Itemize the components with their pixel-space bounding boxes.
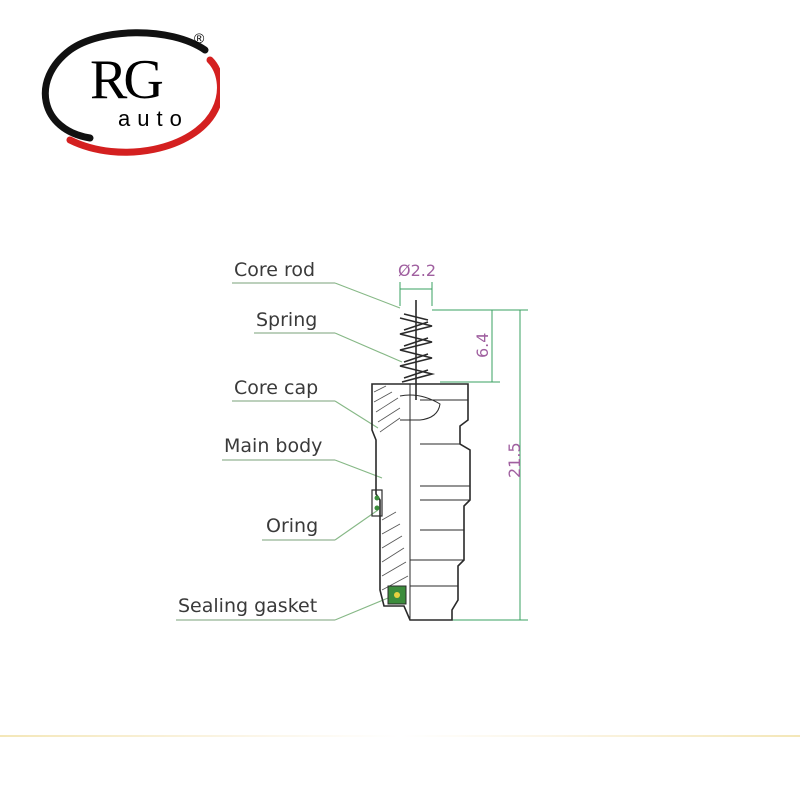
label-main-body: Main body bbox=[224, 435, 322, 457]
leader-sealing-gasket bbox=[334, 597, 389, 621]
registered-mark: ® bbox=[194, 30, 205, 46]
leader-core-cap bbox=[334, 400, 379, 429]
logo-letters: RG bbox=[90, 49, 164, 111]
oring-dot bbox=[374, 495, 380, 501]
label-sealing-gasket: Sealing gasket bbox=[178, 595, 317, 617]
dim-total-length: 21.5 bbox=[505, 442, 524, 478]
label-core-rod: Core rod bbox=[234, 259, 315, 281]
valve-body bbox=[371, 383, 471, 621]
dim-spring-height: 6.4 bbox=[473, 333, 492, 358]
label-core-cap: Core cap bbox=[234, 377, 318, 399]
oring-part bbox=[371, 489, 383, 517]
logo-subtitle: auto bbox=[118, 106, 189, 131]
leader-spring bbox=[334, 332, 403, 363]
logo-ring-icon bbox=[41, 29, 224, 156]
dim-diameter: Ø2.2 bbox=[398, 261, 436, 280]
label-spring: Spring bbox=[256, 309, 317, 331]
oring-dot bbox=[374, 505, 380, 511]
leader-main-body bbox=[334, 459, 383, 479]
spring-coils bbox=[399, 313, 436, 383]
gasket-highlight bbox=[394, 592, 400, 598]
label-oring: Oring bbox=[266, 515, 318, 537]
leader-core-rod bbox=[334, 282, 401, 309]
brand-logo: RG auto ® bbox=[30, 20, 224, 160]
bottom-divider bbox=[0, 735, 800, 737]
body-hatching bbox=[373, 385, 409, 591]
leader-oring bbox=[334, 509, 379, 541]
